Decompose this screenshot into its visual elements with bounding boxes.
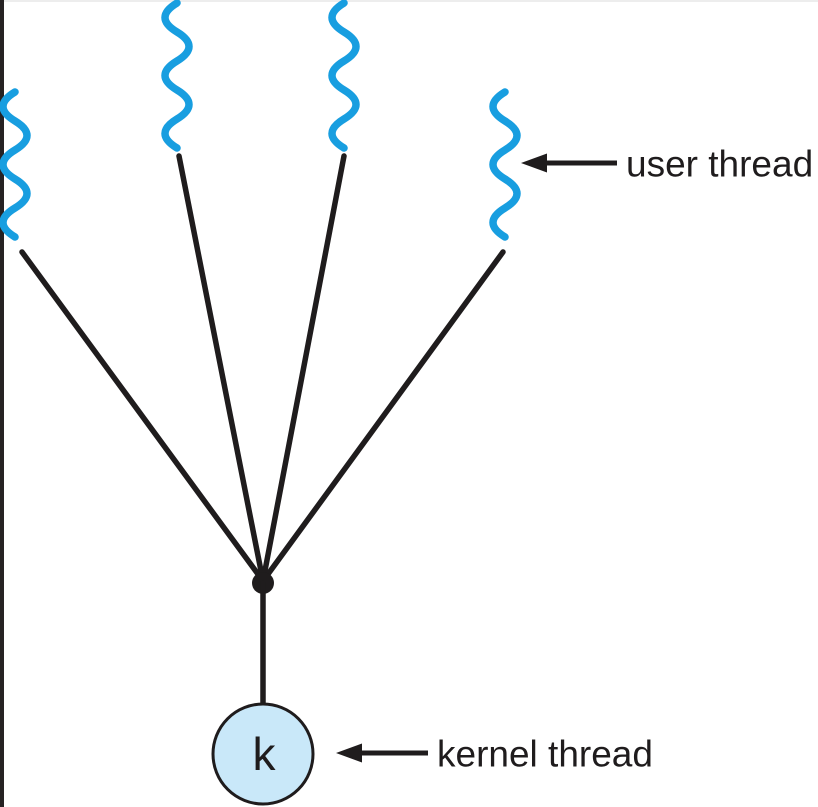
left-arrow-icon: [336, 743, 362, 763]
left-arrow-icon: [521, 153, 547, 173]
kernel-node-label: k: [252, 728, 276, 781]
user-thread-arrow: [521, 153, 617, 173]
user-thread-icon-3: [332, 3, 356, 148]
top-edge-line: [0, 0, 818, 2]
user-thread-label: user thread: [626, 143, 814, 185]
user-thread-icon-1: [3, 92, 27, 237]
kernel-thread-label: kernel thread: [437, 733, 653, 775]
left-edge-line: [0, 0, 4, 807]
user-thread-icon-4: [493, 92, 517, 237]
mapping-line-3: [260, 153, 347, 584]
mapping-line-1: [19, 249, 266, 584]
mapping-line-4: [260, 249, 506, 584]
kernel-thread-arrow: [336, 743, 428, 763]
kernel-thread-node: [211, 702, 315, 806]
user-thread-icon-2: [165, 3, 189, 148]
mapping-line-2: [176, 153, 266, 584]
